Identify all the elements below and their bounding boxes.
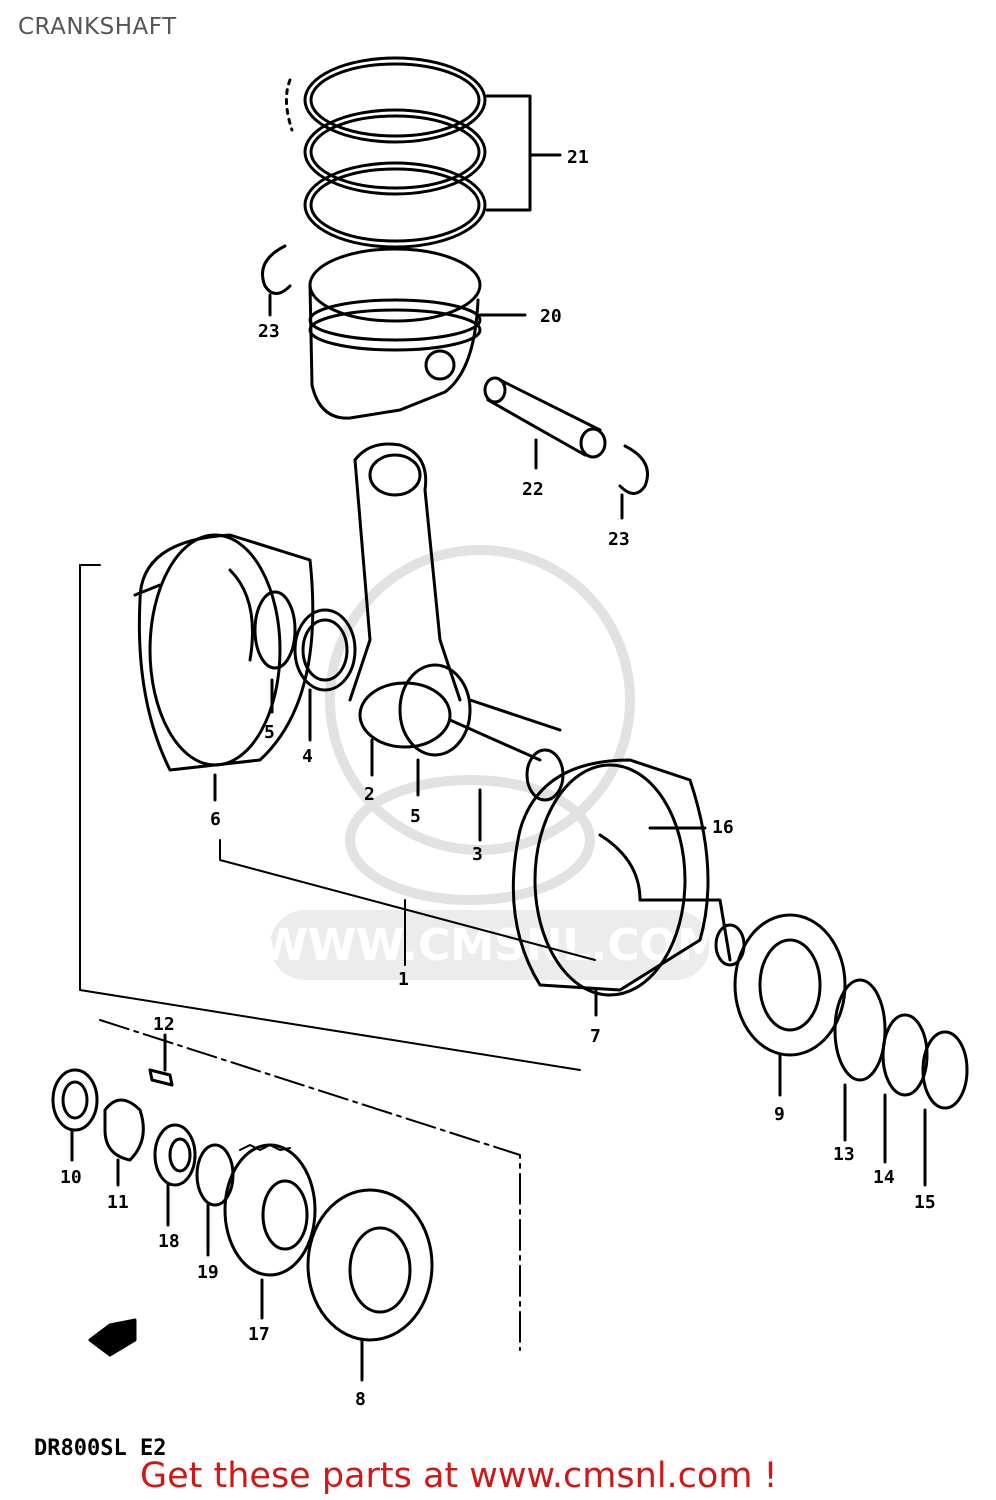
model-code: DR800SL E2 — [34, 1436, 167, 1461]
primary-drive-gear — [223, 1143, 317, 1320]
callout-8: 8 — [355, 1389, 366, 1410]
front-arrow-icon — [88, 1318, 137, 1357]
callout-3: 3 — [472, 844, 483, 865]
crank-web-right — [511, 758, 746, 1017]
shim-14 — [881, 1013, 929, 1097]
piston-rings — [285, 56, 562, 249]
ball-bearing-left — [306, 1188, 434, 1382]
ball-bearing-right — [733, 913, 847, 1097]
callout-17: 17 — [248, 1324, 270, 1345]
callout-4: 4 — [302, 746, 313, 767]
callout-13: 13 — [833, 1144, 855, 1165]
nut-15 — [921, 1030, 969, 1110]
callout-12: 12 — [153, 1014, 175, 1035]
retainer-plate — [103, 1098, 145, 1162]
washer — [195, 1143, 235, 1207]
circlip-lower — [618, 444, 649, 495]
callout-9: 9 — [774, 1104, 785, 1125]
callout-5: 5 — [264, 722, 275, 743]
watermark — [270, 545, 710, 980]
piston — [308, 247, 527, 420]
callout-1: 1 — [398, 969, 409, 990]
callout-18: 18 — [158, 1231, 180, 1252]
circlip-upper — [261, 244, 292, 295]
assembly-bracket — [79, 564, 581, 1071]
callout-2: 2 — [364, 784, 375, 805]
callout-14: 14 — [873, 1167, 895, 1188]
thrust-washer-right — [398, 663, 472, 757]
needle-bearing — [293, 608, 357, 742]
bolt — [148, 1068, 174, 1087]
callout-22: 22 — [522, 479, 544, 500]
callout-19: 19 — [197, 1262, 219, 1283]
thrust-washer-left — [253, 590, 297, 670]
callout-10: 10 — [60, 1167, 82, 1188]
callout-16: 16 — [712, 817, 734, 838]
watermark-text: WWW.CMSNL.COM — [259, 920, 721, 971]
callout-23: 23 — [258, 321, 280, 342]
spacer-13 — [833, 978, 887, 1082]
connecting-rod — [348, 442, 462, 777]
diagram-title: CRANKSHAFT — [18, 14, 177, 40]
callout-20: 20 — [540, 306, 562, 327]
callout-15: 15 — [914, 1192, 936, 1213]
promo-link[interactable]: Get these parts at www.cmsnl.com ! — [140, 1456, 778, 1496]
callout-6: 6 — [210, 809, 221, 830]
crank-web-left — [133, 533, 315, 802]
callout-11: 11 — [107, 1192, 129, 1213]
piston-pin — [483, 376, 607, 470]
callout-5: 5 — [410, 806, 421, 827]
callout-7: 7 — [590, 1026, 601, 1047]
lock-nut — [153, 1123, 197, 1227]
callout-23: 23 — [608, 529, 630, 550]
oil-seal — [51, 1068, 99, 1162]
callout-labels: 21 20 23 22 23 5 4 2 5 3 6 16 1 7 12 9 1… — [60, 147, 936, 1410]
callout-21: 21 — [567, 147, 589, 168]
